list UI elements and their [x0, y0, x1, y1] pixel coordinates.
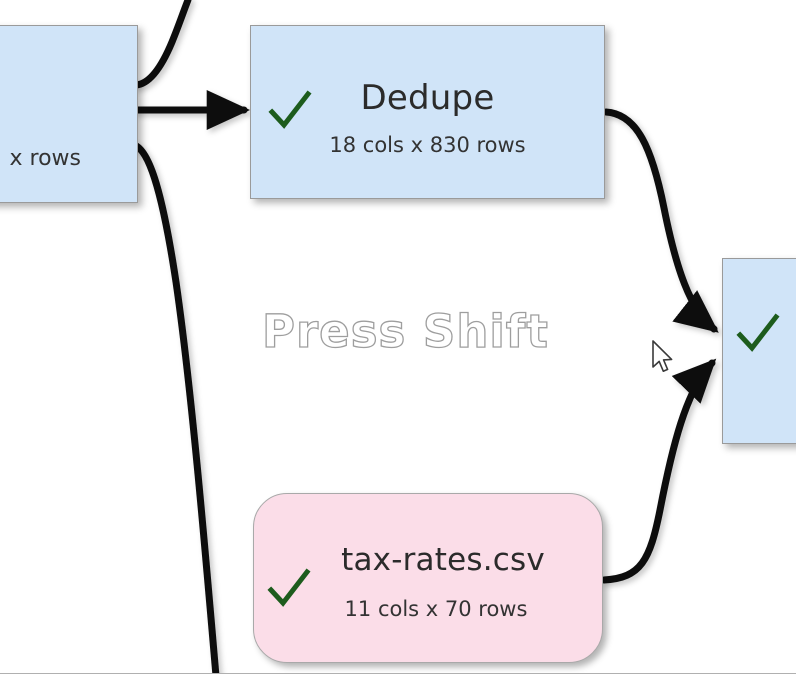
edge-dedupe-to-output	[602, 108, 719, 333]
node-taxrates-subtitle: 11 cols x 70 rows	[344, 597, 528, 621]
edge-source-to-top	[132, 0, 192, 89]
node-source[interactable]: x rows	[0, 25, 138, 203]
press-shift-hint: Press Shift	[261, 304, 549, 358]
edge-taxrates-to-output	[600, 358, 717, 584]
edge-source-to-bottom	[130, 141, 220, 676]
check-icon	[267, 88, 313, 134]
check-icon	[266, 566, 312, 612]
node-dedupe-subtitle: 18 cols x 830 rows	[329, 133, 526, 157]
arrow-pointer-icon	[651, 340, 677, 378]
node-source-subtitle: x rows	[9, 146, 82, 171]
status-bar-divider	[0, 673, 796, 676]
node-dedupe-title: Dedupe	[360, 78, 495, 118]
check-icon	[735, 311, 781, 357]
node-taxrates-title: tax-rates.csv	[341, 542, 545, 578]
node-taxrates[interactable]: tax-rates.csv 11 cols x 70 rows	[253, 493, 603, 663]
node-output[interactable]: 1	[722, 258, 796, 444]
node-dedupe[interactable]: Dedupe 18 cols x 830 rows	[250, 25, 605, 199]
